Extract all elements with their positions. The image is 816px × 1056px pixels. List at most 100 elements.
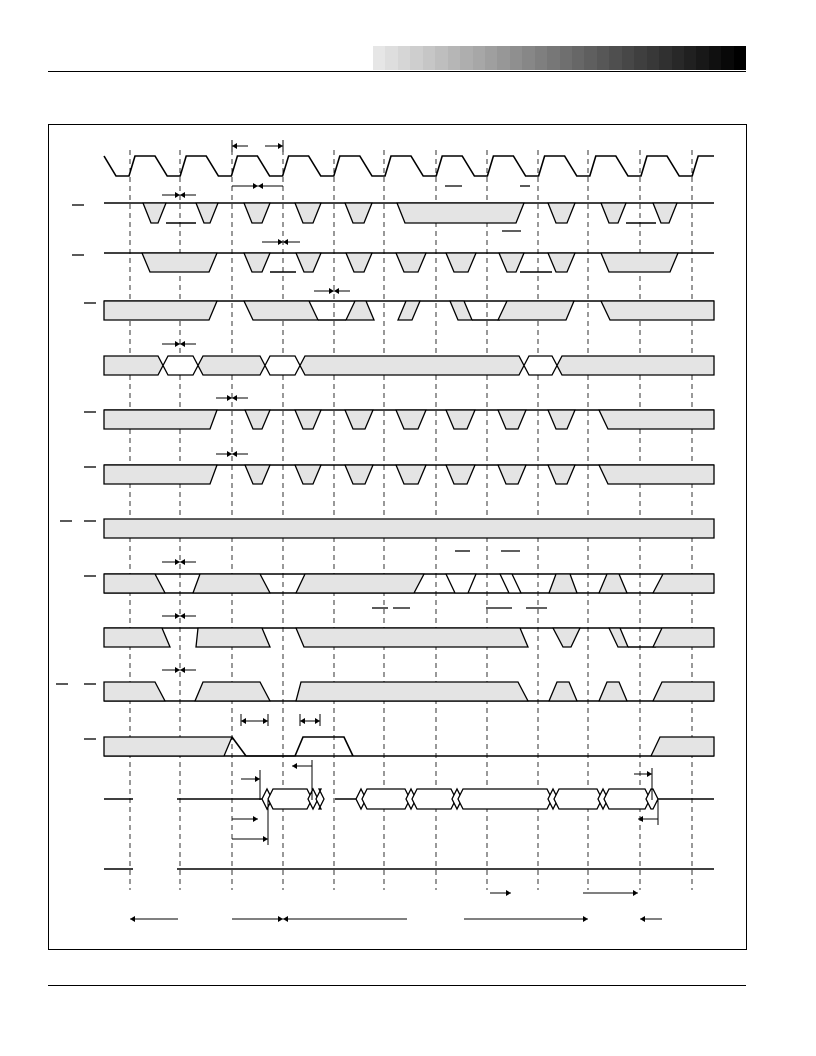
signal-2-pulse [600, 252, 679, 273]
timing-arrow-head [278, 239, 283, 245]
signal-6-pulse [547, 464, 576, 485]
signal-9-pulse [607, 627, 629, 648]
signal-1-pulse [652, 202, 678, 224]
signal-5-pulse [395, 409, 427, 430]
signal-6-pulse [294, 464, 322, 485]
signal-10-band [194, 681, 272, 702]
timing-arrow-head [263, 718, 268, 724]
signal-6-band [597, 464, 715, 485]
timing-arrow-head [506, 890, 511, 896]
signal-3-band [599, 300, 715, 321]
bus-1-cell [103, 355, 164, 376]
bus-1-cell [264, 355, 301, 376]
footer-rule [48, 985, 746, 986]
signal-5-pulse [294, 409, 322, 430]
gradient-step [373, 46, 386, 70]
timing-arrow-head [232, 451, 237, 457]
bus-1-cell [299, 355, 525, 376]
timing-arrow-head [640, 916, 645, 922]
signal-5-pulse [244, 409, 271, 430]
timing-arrow-head [255, 776, 260, 782]
clock-waveform [103, 155, 714, 177]
timing-arrow-head [253, 183, 258, 189]
timing-arrow-head [180, 667, 185, 673]
signal-5-pulse [445, 409, 476, 430]
signal-7-band [103, 518, 715, 539]
timing-arrow-head [130, 916, 135, 922]
signal-10-pulse [598, 681, 628, 702]
timing-arrow-head [583, 916, 588, 922]
gradient-step [497, 46, 510, 70]
signal-8-band [103, 573, 167, 594]
timing-arrow-head [258, 183, 263, 189]
signal-8-pulse [444, 573, 477, 594]
data-bus-cell [411, 788, 457, 810]
signal-10-pulse [548, 681, 578, 702]
signal-9-band [295, 627, 529, 648]
bus-1-cell [197, 355, 266, 376]
signal-10-band [295, 681, 530, 702]
signal-2-pulse [395, 252, 427, 273]
signal-2-pulse [547, 252, 576, 273]
signal-3-band [242, 300, 320, 321]
signal-11-band [649, 736, 715, 757]
signal-8-pulse [598, 573, 628, 594]
gradient-step [584, 46, 597, 70]
signal-2-pulse [295, 252, 322, 273]
header-gradient-bar [373, 46, 747, 70]
signal-9-band [103, 627, 171, 648]
timing-arrow-head [232, 395, 237, 401]
signal-1-pulse [600, 202, 627, 224]
signal-3-pulse [397, 300, 421, 321]
signal-3-pulse [449, 300, 473, 321]
bus-1-cell [162, 355, 199, 376]
gradient-step [447, 46, 461, 70]
signal-11-band [103, 736, 233, 757]
signal-2-pulse [243, 252, 271, 273]
signal-8-band [651, 573, 715, 594]
signal-5-band [103, 409, 218, 430]
timing-arrow-head [227, 395, 232, 401]
bus-1-cell [523, 355, 558, 376]
signal-1-pulse [195, 202, 219, 224]
gradient-step [534, 46, 548, 70]
signal-9-band [651, 627, 715, 648]
gradient-step [646, 46, 660, 70]
gradient-step [733, 46, 747, 70]
gradient-step [410, 46, 423, 70]
signal-1-pulse [396, 202, 525, 224]
gradient-step [522, 46, 535, 70]
gradient-step [472, 46, 485, 70]
gradient-step [659, 46, 672, 70]
timing-arrow-head [647, 771, 652, 777]
timing-arrow-head [292, 763, 297, 769]
signal-9-band [195, 627, 271, 648]
gradient-step [397, 46, 411, 70]
signal-2-pulse [445, 252, 477, 273]
signal-10-band [651, 681, 715, 702]
signal-6-band [103, 464, 218, 485]
gradient-step [509, 46, 523, 70]
signal-8-band [192, 573, 272, 594]
signal-5-pulse [547, 409, 576, 430]
timing-arrow-head [175, 667, 180, 673]
header-rule [48, 71, 746, 72]
signal-6-pulse [497, 464, 527, 485]
gradient-step [671, 46, 684, 70]
gradient-step [683, 46, 697, 70]
signal-6-pulse [344, 464, 374, 485]
timing-arrow-head [175, 341, 180, 347]
timing-arrow-head [315, 718, 320, 724]
signal-3-band [103, 300, 218, 321]
timing-arrow-head [180, 613, 185, 619]
gradient-step [621, 46, 635, 70]
signal-10-band [103, 681, 167, 702]
gradient-step [547, 46, 560, 70]
timing-arrow-head [329, 288, 334, 294]
timing-arrow-head [263, 836, 268, 842]
timing-arrow-head [180, 559, 185, 565]
data-bus-cell [457, 788, 553, 810]
gradient-step [559, 46, 572, 70]
gradient-step [385, 46, 398, 70]
